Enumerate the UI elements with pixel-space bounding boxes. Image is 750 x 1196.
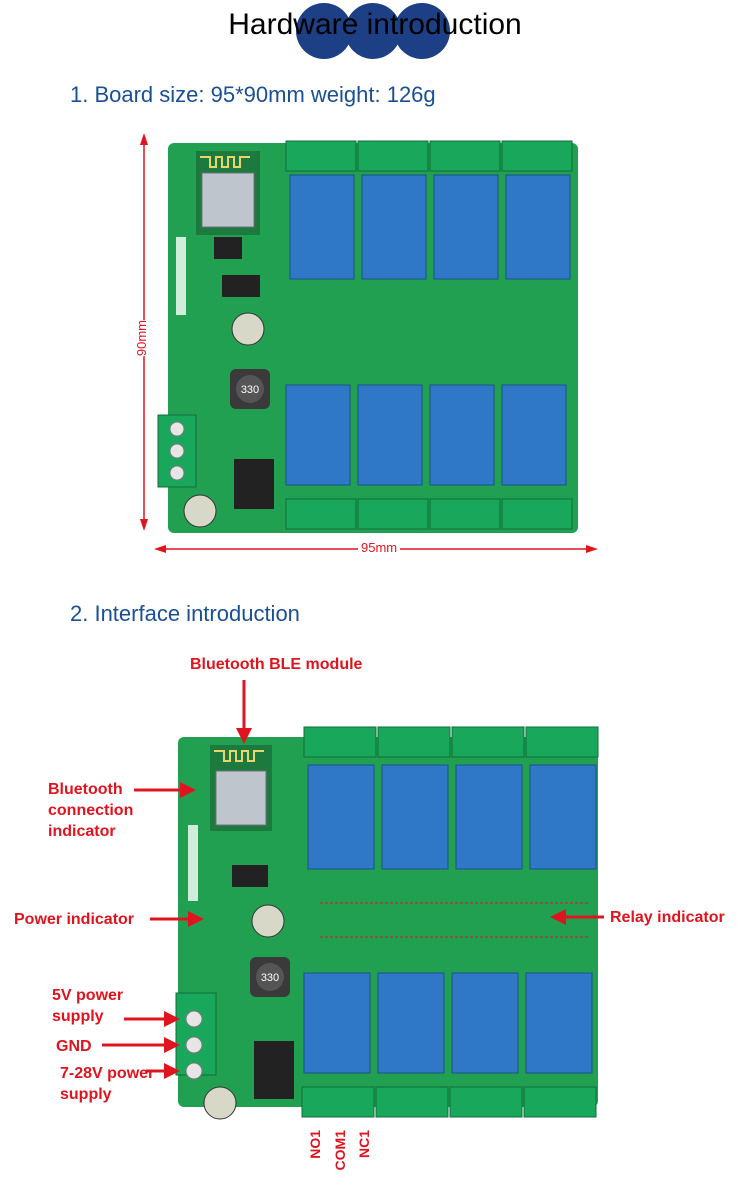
title-circle [394,3,450,59]
relays-top [289,174,571,280]
label-nc1: NC1 [356,1130,372,1159]
label-7-28v-supply: 7-28V power supply [60,1065,155,1103]
title-circle [296,3,352,59]
height-label: 90mm [134,320,150,357]
title-banner: Hardware introduction [0,0,750,59]
power-terminal-block [175,992,217,1076]
label-power-indicator: Power indicator [14,911,135,928]
width-label: 95mm [358,540,401,555]
relay-terminals-bottom [301,1086,597,1118]
interface-diagram: 330 [175,726,599,1120]
label-bt-indicator: Bluetooth connection indicator [48,781,134,840]
label-relay-indicator: Relay indicator [610,909,725,926]
label-no1: NO1 [307,1130,323,1159]
relays-bottom [303,972,593,1074]
relay-terminals-bottom [285,498,573,530]
relay-terminals-top [303,726,599,758]
title-circle [345,3,401,59]
inductor-label: 330 [241,384,259,396]
section-interface-title: 2. Interface introduction [70,601,300,626]
pin-header [176,237,186,315]
section-board-size-title: 1. Board size: 95*90mm weight: 126g [70,82,436,107]
relay-indicator-leds [320,902,590,938]
page-title: Hardware introduction [228,8,522,41]
label-gnd: GND [56,1038,92,1055]
label-5v-supply: 5V power supply [52,987,124,1025]
inductor-label: 330 [261,972,279,984]
label-ble-module: Bluetooth BLE module [190,656,363,673]
relay-terminals-top [285,140,573,172]
callout-arrows [102,680,604,1079]
board-size-diagram: 330 [140,133,598,553]
relays-top [307,764,597,870]
label-com1: COM1 [332,1130,348,1171]
relays-bottom [285,384,567,486]
